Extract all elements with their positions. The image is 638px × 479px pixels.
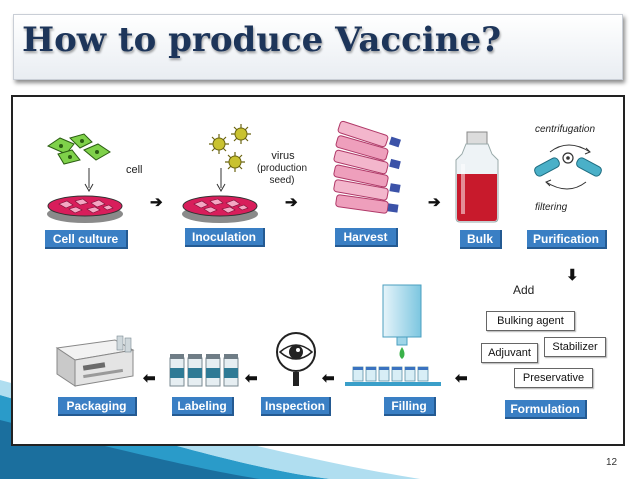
virus-detail-line-2: seed) [269,175,295,186]
label-bulk: Bulk [460,230,502,249]
additive-stabilizer: Stabilizer [544,337,606,357]
title-banner [13,14,623,80]
inspection-eye-icon [276,332,316,386]
additive-preservative: Preservative [514,368,593,388]
arrow-left-1: ⬅ [455,370,468,387]
arrow-right-2: ➔ [285,194,298,211]
label-inspection: Inspection [261,397,331,416]
centrifugation-label: centrifugation [535,124,596,135]
culture-dish-icon [47,195,123,223]
arrow-down: ⬇ [566,267,579,284]
virus-detail-line-1: (production [256,163,308,174]
cell-label: cell [126,164,143,176]
label-harvest: Harvest [335,228,398,247]
virus-icon [209,124,251,172]
label-labeling: Labeling [172,397,234,416]
arrow-right-3: ➔ [428,194,441,211]
down-arrow-virus [216,168,226,193]
label-cell-culture: Cell culture [45,230,128,249]
flask-stack-icon [333,120,401,214]
filtering-label: filtering [535,202,568,213]
page-number: 12 [606,457,618,468]
cells-icon [46,133,111,165]
down-arrow-cells [84,168,94,193]
slide-title: How to produce Vaccine? [22,20,502,60]
arrow-right-1: ➔ [150,194,163,211]
arrow-left-2: ⬅ [322,370,335,387]
package-box-icon [55,335,135,387]
centrifuge-icon [534,144,602,190]
label-purification: Purification [527,230,607,249]
filling-machine-icon [345,284,441,386]
add-label: Add [513,283,535,297]
arrow-left-3: ⬅ [245,370,258,387]
virus-label: virus [271,150,295,162]
arrow-left-4: ⬅ [143,370,156,387]
label-formulation: Formulation [505,400,587,419]
additive-adjuvant: Adjuvant [481,343,538,363]
additive-bulking-agent: Bulking agent [486,311,575,331]
inoculation-dish-icon [182,195,258,223]
labeled-vials-icon [169,354,239,387]
label-packaging: Packaging [58,397,137,416]
bulk-bottle-icon [455,131,499,223]
label-filling: Filling [384,397,436,416]
label-inoculation: Inoculation [185,228,265,247]
